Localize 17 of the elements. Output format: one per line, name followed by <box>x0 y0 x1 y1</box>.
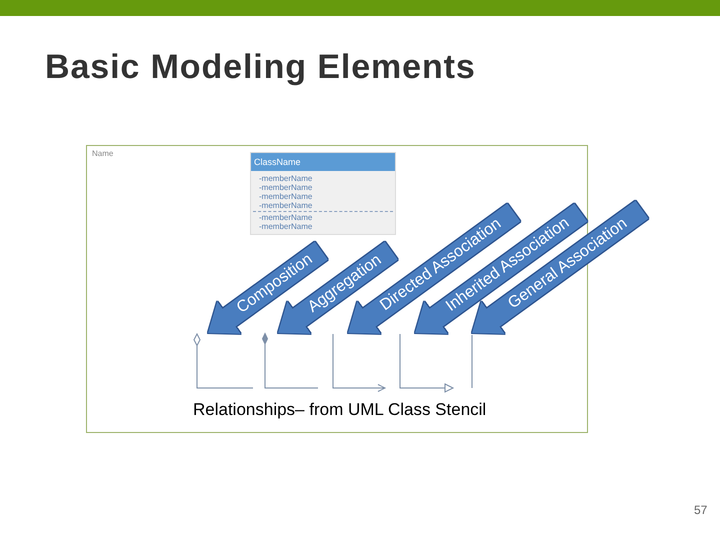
class-member: -memberName <box>259 174 312 183</box>
class-member: -memberName <box>259 222 312 231</box>
vertical-line <box>470 333 474 389</box>
class-member: -memberName <box>259 201 312 210</box>
elbow-line-with-triangle <box>398 333 455 393</box>
class-name: ClassName <box>251 153 395 171</box>
elbow-line-with-filled-diamond <box>261 333 320 389</box>
page-number: 57 <box>694 503 708 517</box>
class-member: -memberName <box>259 183 312 192</box>
elbow-line-with-diamond <box>193 333 254 389</box>
class-member: -memberName <box>259 213 312 222</box>
slide-title: Basic Modeling Elements <box>45 47 476 87</box>
frame-name: Name <box>92 149 114 158</box>
class-member: -memberName <box>259 192 312 201</box>
class-box <box>250 152 396 235</box>
caption: Relationships– from UML Class Stencil <box>193 400 486 420</box>
elbow-line-with-v-end <box>331 333 387 393</box>
